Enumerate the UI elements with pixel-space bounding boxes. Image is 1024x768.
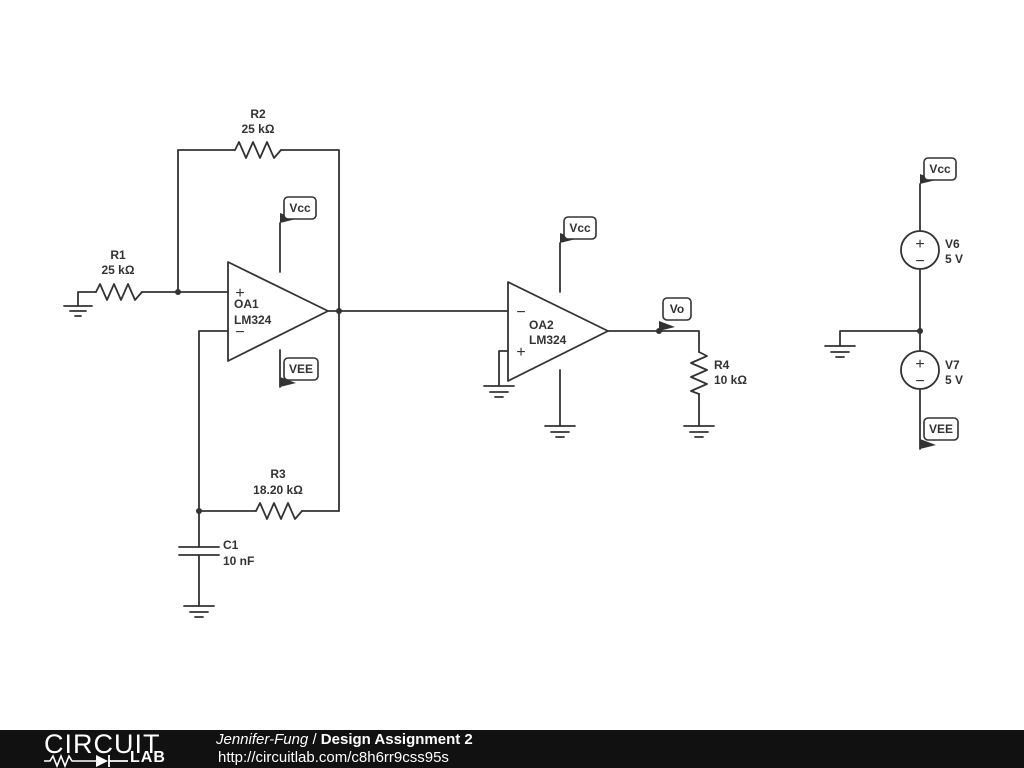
oa1-part: LM324 [234,313,272,327]
resistor-r3[interactable]: R3 18.20 kΩ [253,467,303,520]
vo-label: Vo [670,302,684,316]
vcc-label-oa1: Vcc [289,201,311,215]
ground-r1 [63,305,93,317]
net-flag-vcc-oa2[interactable]: Vcc [560,216,597,243]
vcc-label-oa2: Vcc [569,221,591,235]
c1-value: 10 nF [223,554,254,568]
v6-name: V6 [945,237,960,251]
v7-value: 5 V [945,373,963,387]
r3-value: 18.20 kΩ [253,483,303,497]
logo-circuit-text[interactable]: CIRCUIT [44,729,161,759]
oa2-part: LM324 [529,333,567,347]
net-flag-vo[interactable]: Vo [659,297,692,331]
title-separator: / [308,731,321,748]
v7-name: V7 [945,358,960,372]
author-link[interactable]: Jennifer-Fung [216,731,309,748]
footer-bar: CIRCUIT LAB Jennifer-Fung / Design Assig… [0,730,1024,768]
v6-plus-sign: + [915,236,924,253]
ground-supply [824,345,856,358]
resistor-r2[interactable]: R2 25 kΩ [234,107,282,159]
ground-c1 [183,605,215,618]
r1-name: R1 [110,248,126,262]
oa1-minus-sign: − [235,324,244,341]
net-flag-vee-supply[interactable]: VEE [920,417,959,449]
c1-name: C1 [223,538,239,552]
oa2-name: OA2 [529,318,554,332]
oa2-minus-sign: − [516,304,525,321]
r3-name: R3 [270,467,286,481]
r4-name: R4 [714,358,730,372]
opamp-oa2[interactable]: − + OA2 LM324 [507,281,609,382]
net-flag-vcc-supply[interactable]: Vcc [920,157,957,184]
r2-value: 25 kΩ [242,122,275,136]
r1-value: 25 kΩ [102,263,135,277]
schematic-url[interactable]: http://circuitlab.com/c8h6rr9css95s [218,749,449,766]
r2-name: R2 [250,107,266,121]
wires [77,149,921,607]
oa1-plus-sign: + [235,285,244,302]
circuit-schematic: R1 25 kΩ R2 25 kΩ R3 18.20 kΩ R4 10 kΩ C… [63,107,963,618]
voltage-source-v6[interactable]: + − V6 5 V [900,230,963,270]
ground-oa2-supply [544,425,576,438]
logo-lab-text[interactable]: LAB [130,749,166,766]
vee-label-oa1: VEE [289,362,313,376]
logo-resistor-diode-icon [44,753,128,768]
v7-minus-sign: − [915,373,924,390]
ground-r4 [683,425,715,438]
resistor-r1[interactable]: R1 25 kΩ [95,248,143,301]
net-flag-vee-oa1[interactable]: VEE [280,357,319,387]
v7-plus-sign: + [915,356,924,373]
vee-label-supply: VEE [929,422,953,436]
vcc-label-supply: Vcc [929,162,951,176]
oa2-plus-sign: + [516,344,525,361]
v6-minus-sign: − [915,253,924,270]
document-title[interactable]: Design Assignment 2 [320,731,473,748]
net-flag-vcc-oa1[interactable]: Vcc [280,196,317,223]
oa1-name: OA1 [234,297,259,311]
ground-oa2-plus [483,385,515,398]
r4-value: 10 kΩ [714,373,747,387]
resistor-r4[interactable]: R4 10 kΩ [690,351,747,395]
capacitor-c1[interactable]: C1 10 nF [178,538,254,568]
voltage-source-v7[interactable]: + − V7 5 V [900,350,963,390]
schematic-title: Jennifer-Fung / Design Assignment 2 [216,731,473,749]
v6-value: 5 V [945,252,963,266]
opamp-oa1[interactable]: + − OA1 LM324 [227,261,329,362]
